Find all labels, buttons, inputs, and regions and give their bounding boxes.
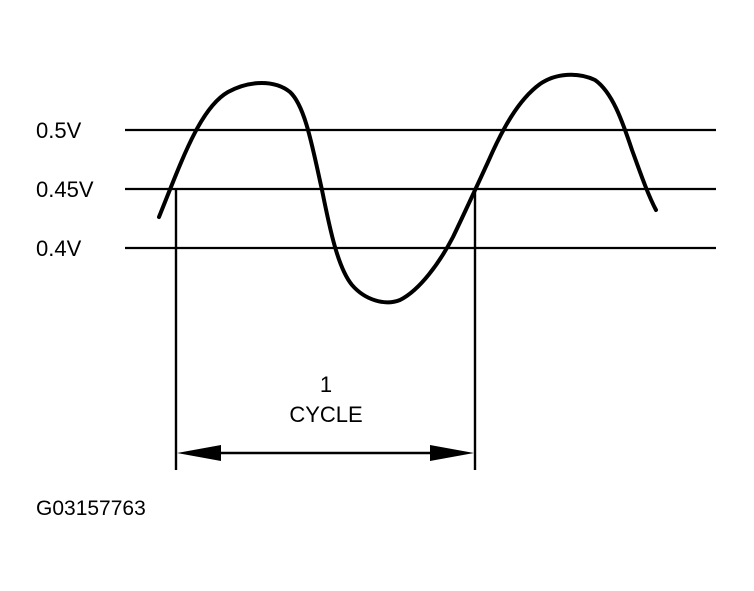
level-label-0-4v: 0.4V xyxy=(36,236,82,261)
voltage-waveform xyxy=(157,72,658,305)
cycle-label: CYCLE xyxy=(289,402,362,427)
level-label-0-5v: 0.5V xyxy=(36,118,82,143)
figure-id: G03157763 xyxy=(36,497,146,520)
cycle-count: 1 xyxy=(320,372,332,397)
arrowhead-left-icon xyxy=(177,445,221,461)
arrowhead-right-icon xyxy=(430,445,474,461)
level-label-0-45v: 0.45V xyxy=(36,177,94,202)
